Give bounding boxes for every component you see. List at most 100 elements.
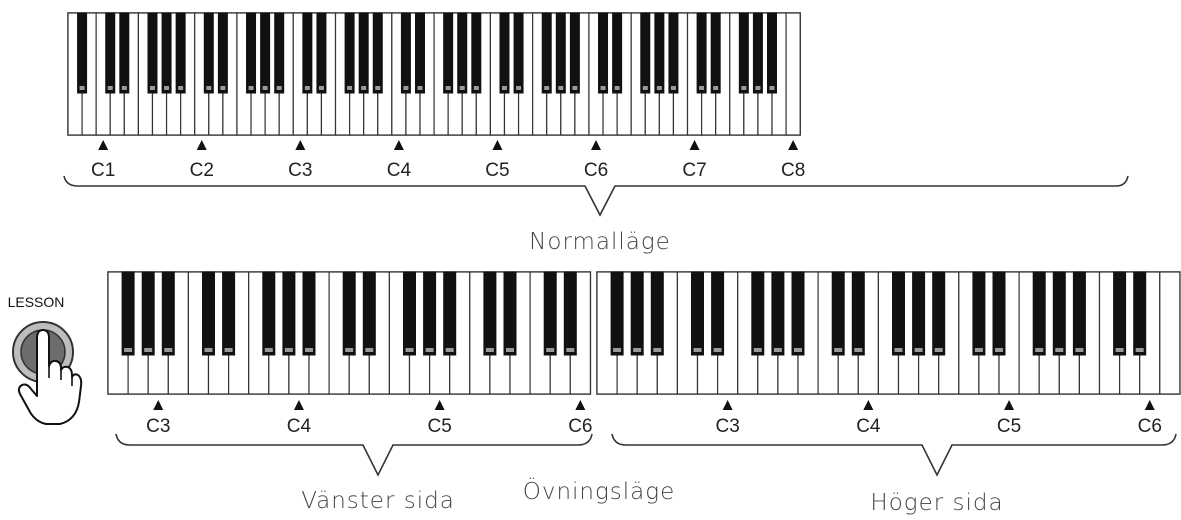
black-key [147,12,158,94]
black-key [105,12,116,94]
right-side-label: Höger sida [870,490,1003,516]
white-key [785,12,801,136]
normal-mode-label: Normalläge [529,229,671,255]
black-key [654,12,665,94]
black-key [771,271,785,356]
black-key [932,271,946,356]
black-key [711,271,725,356]
lesson-button[interactable]: LESSON [8,294,83,425]
marker-arrow [393,140,404,150]
black-key-highlight [1115,348,1124,352]
black-key-highlight [558,86,564,90]
black-key-highlight [894,348,903,352]
black-key-highlight [506,348,514,352]
hand-finger-creases [48,366,73,386]
black-key-highlight [164,348,173,352]
black-key-highlight [107,86,113,90]
black-key-highlight [995,348,1003,352]
black-key [316,12,327,94]
octave-marker-label: C3 [716,416,740,437]
octave-marker-label: C3 [288,160,312,181]
black-key-highlight [365,348,374,352]
black-key-highlight [485,348,494,352]
black-key [563,271,577,356]
practice-mode-label: Övningsläge [523,477,675,505]
black-key [282,271,296,356]
black-key [121,271,135,356]
white-key [1159,271,1181,395]
black-key [650,271,664,356]
black-key-highlight [473,86,479,90]
octave-marker-label: C4 [856,416,881,437]
marker-arrow [1004,400,1015,410]
black-key-highlight [753,348,762,352]
black-key-highlight [914,348,923,352]
black-key [274,12,285,94]
black-key-highlight [546,348,555,352]
black-key-highlight [264,348,273,352]
black-key [912,271,926,356]
black-key [598,12,609,94]
black-key [640,12,651,94]
black-key [302,271,316,356]
marker-arrow [98,140,109,150]
black-key-highlight [501,86,507,90]
octave-marker-label: C7 [682,160,706,181]
black-key [403,271,416,356]
black-key-highlight [361,86,367,90]
black-key-highlight [934,348,943,352]
black-key [141,271,155,356]
black-key [483,271,497,356]
black-key [246,12,257,94]
black-key-highlight [642,86,648,90]
black-key [630,271,644,356]
octave-marker-label: C8 [781,160,805,181]
black-key-highlight [614,86,620,90]
black-key-highlight [347,86,353,90]
black-key-highlight [653,348,662,352]
black-key-highlight [318,86,324,90]
black-key [362,271,376,356]
marker-arrow [863,400,874,410]
black-key [499,12,510,94]
black-key-highlight [854,348,863,352]
black-key-highlight [206,86,212,90]
black-key [415,12,425,94]
black-key-highlight [262,86,268,90]
black-key [691,271,704,356]
black-key [262,271,276,356]
black-key [222,271,236,356]
black-key [972,271,986,356]
black-key [202,271,215,356]
black-key-highlight [693,348,702,352]
black-key-highlight [149,86,155,90]
marker-arrow [434,400,445,410]
octave-marker-label: C1 [91,160,115,181]
black-key [555,12,566,94]
black-key-highlight [121,86,127,90]
marker-arrow [295,140,306,150]
black-key [892,271,905,356]
black-key [344,12,355,94]
black-key-highlight [794,348,802,352]
black-key [738,12,749,94]
black-key [342,271,356,356]
black-key-highlight [345,348,354,352]
octave-marker-label: C6 [584,160,608,181]
black-key [543,271,557,356]
left-side-brace [115,433,593,477]
black-key [1113,271,1127,356]
black-key [372,12,383,94]
black-key-highlight [204,348,213,352]
black-key-highlight [459,86,465,90]
black-key-highlight [304,86,310,90]
black-key-highlight [445,86,451,90]
hand-pointer-icon [17,329,83,425]
black-key [612,12,623,94]
black-key-highlight [572,86,578,90]
black-key-highlight [224,348,233,352]
black-key [443,12,454,94]
black-key-highlight [375,86,381,90]
black-key-highlight [124,348,133,352]
